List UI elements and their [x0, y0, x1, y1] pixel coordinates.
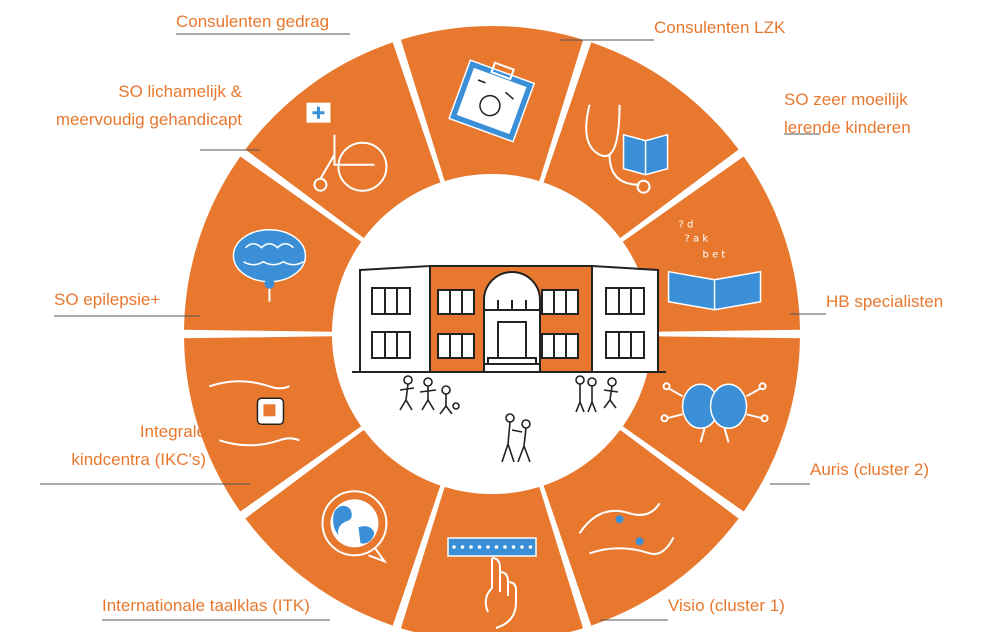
- braille-hand-icon: [447, 537, 537, 629]
- label-line: kindcentra (IKC's): [71, 450, 206, 469]
- label-line: SO zeer moeilijk: [784, 90, 908, 109]
- label-consulenten-lzk: Consulenten LZK: [654, 18, 786, 37]
- sign-language-hands-icon: [578, 502, 675, 555]
- child-figure: [603, 377, 619, 409]
- label-line: Integrale: [139, 422, 206, 441]
- label-line: lerende kinderen: [784, 118, 911, 137]
- label-visio: Visio (cluster 1): [668, 596, 785, 615]
- svg-text:? a k: ? a k: [685, 234, 709, 245]
- child-figure: [575, 375, 597, 413]
- label-internationale-taalklas: Internationale taalklas (ITK): [102, 596, 310, 615]
- brain-icon: [232, 228, 307, 302]
- label-so-zeer-moeilijk: SO zeer moeilijk lerende kinderen: [784, 86, 911, 142]
- segment-icons: ? a k b e t ? d: [209, 59, 769, 629]
- label-consulenten-gedrag: Consulenten gedrag: [176, 12, 330, 31]
- globe-speech-icon: [321, 490, 388, 564]
- wheelchair-icon: [306, 102, 388, 192]
- label-line: meervoudig gehandicapt: [55, 110, 242, 129]
- children-figures: [399, 375, 619, 463]
- label-hb-specialisten: HB specialisten: [826, 292, 944, 311]
- label-so-lichamelijk: SO lichamelijk & meervoudig gehandicapt: [12, 78, 242, 134]
- label-auris: Auris (cluster 2): [810, 460, 930, 479]
- child-figure: [399, 375, 415, 411]
- brain-circuit-icon: [660, 382, 769, 443]
- open-book-letters-icon: ? a k b e t ? d: [667, 220, 762, 311]
- segment-auris: [543, 429, 739, 626]
- stethoscope-book-icon: [585, 104, 669, 194]
- clipboard-icon: [448, 59, 536, 143]
- child-figure: [501, 413, 531, 463]
- label-so-epilepsie: SO epilepsie+: [54, 290, 161, 309]
- hands-block-icon: [209, 380, 300, 447]
- svg-text:b e t: b e t: [703, 250, 726, 261]
- child-figure: [439, 385, 460, 415]
- wheel-segments: [184, 25, 800, 632]
- label-integrale-kindcentra: Integrale kindcentra (IKC's): [40, 418, 206, 474]
- child-figure: [419, 377, 437, 411]
- label-line: SO lichamelijk &: [118, 82, 242, 101]
- school-building-illustration: [352, 264, 666, 373]
- segment-so-lichamelijk: [245, 42, 441, 239]
- label-leader-lines: [40, 33, 826, 621]
- svg-text:? d: ? d: [679, 220, 694, 231]
